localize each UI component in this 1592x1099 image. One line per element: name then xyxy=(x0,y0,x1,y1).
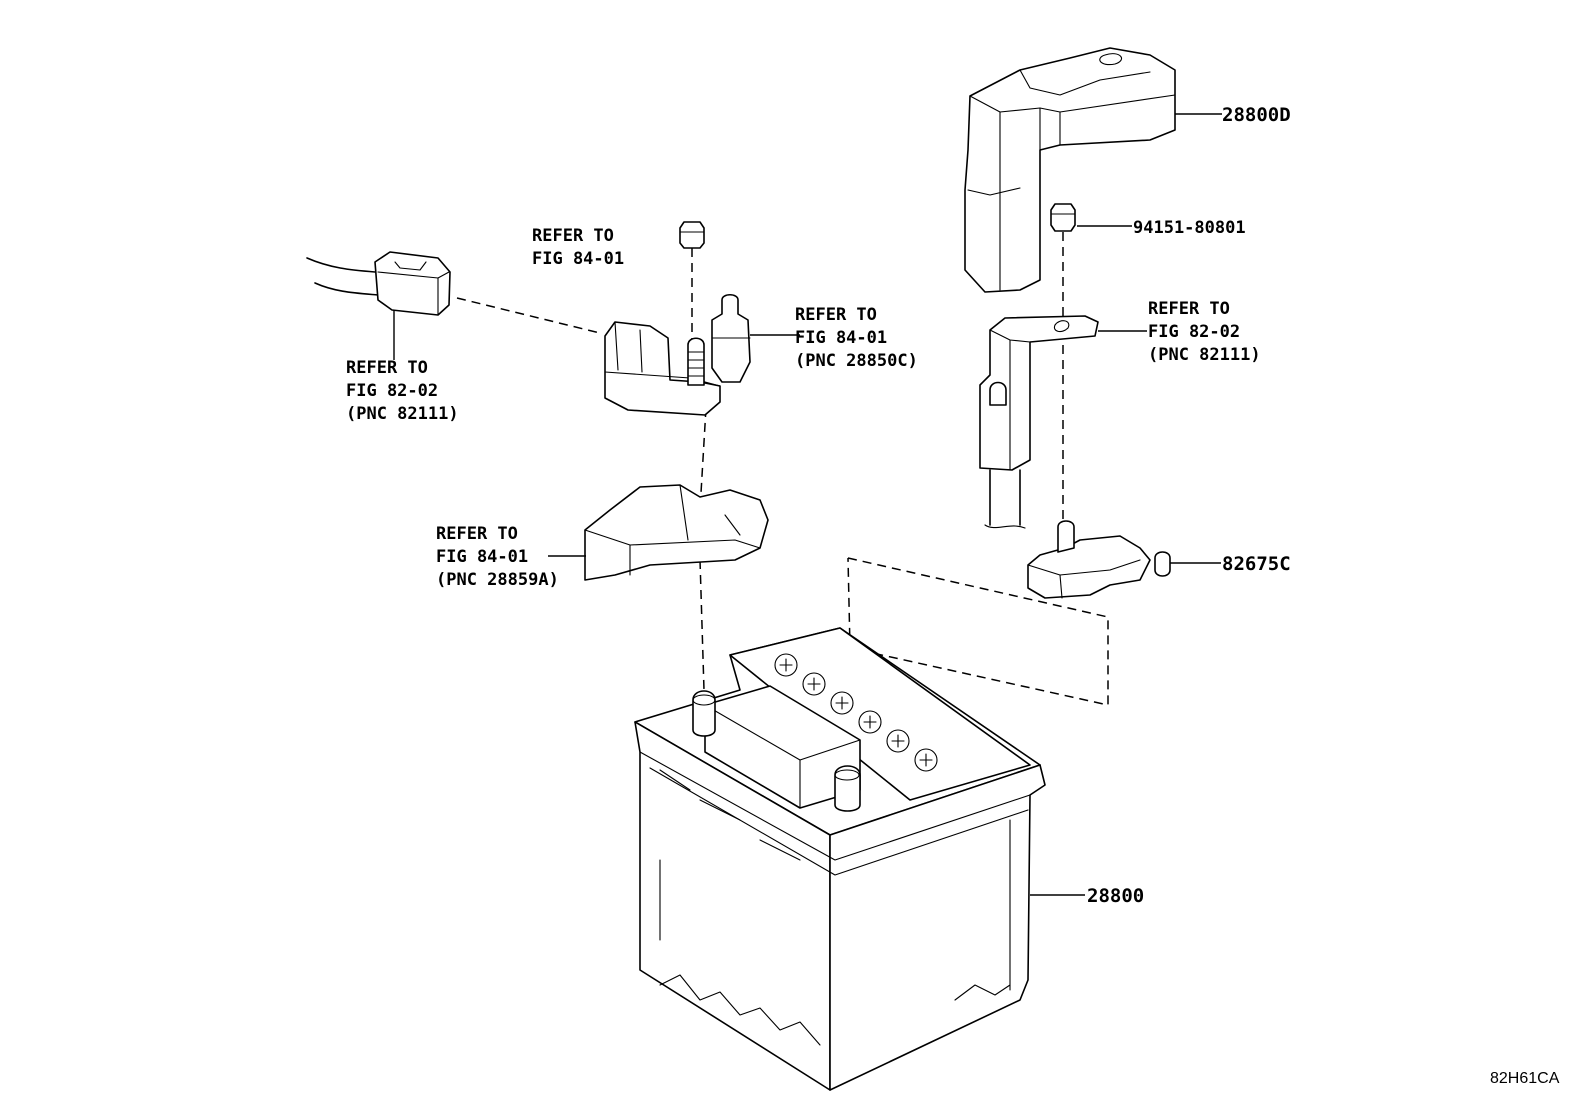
nut-top-part xyxy=(679,221,705,249)
svg-text:FIG 82-02: FIG 82-02 xyxy=(1148,322,1240,342)
ref-label-cover-left: REFER TO FIG 84-01 (PNC 28859A) xyxy=(436,524,559,590)
ref-label-fuse-block: REFER TO FIG 84-01 (PNC 28850C) xyxy=(795,305,918,371)
svg-text:FIG 84-01: FIG 84-01 xyxy=(436,547,528,567)
vent-caps xyxy=(774,653,938,772)
svg-text:FIG 84-01: FIG 84-01 xyxy=(795,328,887,348)
nut-part xyxy=(1050,203,1132,232)
battery-part xyxy=(634,627,1085,1091)
svg-text:(PNC 28850C): (PNC 28850C) xyxy=(795,351,918,371)
svg-text:REFER TO: REFER TO xyxy=(795,305,877,325)
svg-text:REFER TO: REFER TO xyxy=(532,226,614,246)
svg-text:(PNC 82111): (PNC 82111) xyxy=(1148,345,1261,365)
part-number-cover-top: 28800D xyxy=(1222,104,1291,126)
svg-text:REFER TO: REFER TO xyxy=(346,358,428,378)
part-number-terminal: 82675C xyxy=(1222,553,1291,575)
top-cover-part xyxy=(964,47,1222,293)
terminal-cover-part xyxy=(548,484,769,581)
part-number-battery: 28800 xyxy=(1087,885,1144,907)
assembly-guide-lines xyxy=(456,232,1109,706)
ref-label-connector: REFER TO FIG 82-02 (PNC 82111) xyxy=(346,358,459,424)
svg-text:FIG 84-01: FIG 84-01 xyxy=(532,249,624,269)
battery-terminal-part xyxy=(1027,520,1221,599)
cable-bracket-part xyxy=(979,315,1147,529)
ref-label-cable-right: REFER TO FIG 82-02 (PNC 82111) xyxy=(1148,299,1261,365)
svg-text:(PNC 82111): (PNC 82111) xyxy=(346,404,459,424)
part-number-nut: 94151-80801 xyxy=(1133,218,1246,238)
svg-text:REFER TO: REFER TO xyxy=(1148,299,1230,319)
connector-part xyxy=(306,251,451,360)
figure-code: 82H61CA xyxy=(1490,1070,1560,1087)
svg-text:(PNC 28859A): (PNC 28859A) xyxy=(436,570,559,590)
fuse-block-part xyxy=(604,293,800,416)
ref-label-nut-top: REFER TO FIG 84-01 xyxy=(532,226,624,269)
svg-text:REFER TO: REFER TO xyxy=(436,524,518,544)
svg-text:FIG 82-02: FIG 82-02 xyxy=(346,381,438,401)
